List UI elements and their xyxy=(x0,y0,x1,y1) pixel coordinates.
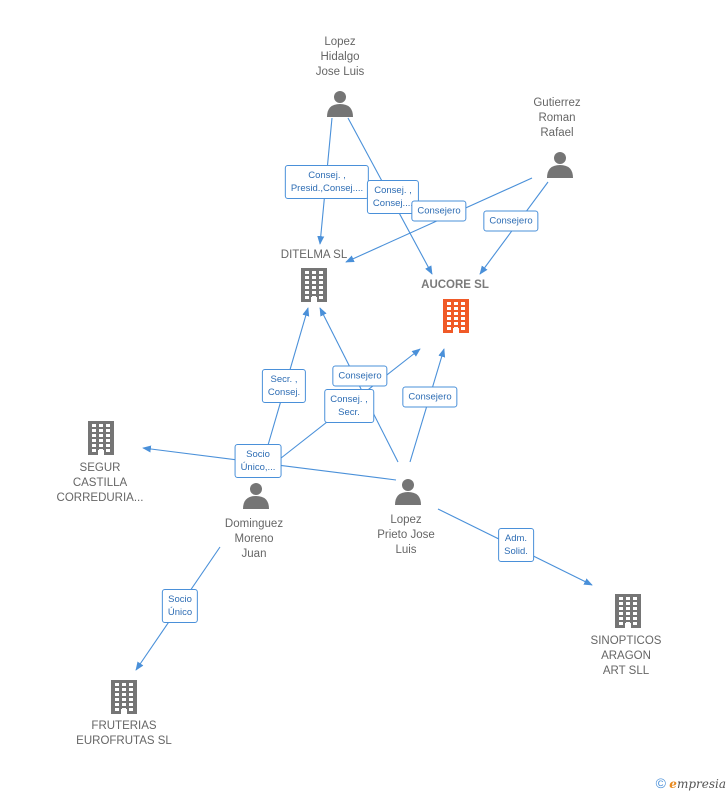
node-label-line: CORREDURIA... xyxy=(56,492,144,504)
edge-label-e3[interactable]: Consejero xyxy=(411,200,467,222)
node-label-line: FRUTERIAS xyxy=(91,720,157,732)
node-label-line: Dominguez xyxy=(224,518,284,530)
person-icon-lopez_prieto[interactable] xyxy=(395,479,421,505)
edge-label-line: Consejero xyxy=(489,215,533,227)
node-label-sinopticos[interactable]: SINOPTICOS ARAGON ART SLL xyxy=(591,634,662,679)
edge-label-line: Solid. xyxy=(504,546,528,557)
building-icon-ditelma[interactable] xyxy=(301,268,327,302)
edge-label-e10[interactable]: Adm. Solid. xyxy=(498,528,534,562)
node-label-line: Prieto Jose xyxy=(377,529,435,541)
node-label-line: SEGUR xyxy=(79,462,121,474)
brand-logo-text: mpresia xyxy=(676,777,726,791)
node-label-line: EUROFRUTAS SL xyxy=(76,735,172,747)
edge-label-line: Socio xyxy=(246,449,270,460)
footer-brand: © empresia xyxy=(656,775,726,791)
edge-label-line: Consej. , xyxy=(330,394,368,405)
edge-label-line: Consej. , xyxy=(374,185,412,196)
edge-label-line: Consejero xyxy=(338,370,382,382)
edge-label-line: Consej. , xyxy=(308,170,346,181)
person-icon-gutierrez[interactable] xyxy=(547,152,573,178)
node-label-aucore[interactable]: AUCORE SL xyxy=(421,278,489,293)
building-icon-fruterias[interactable] xyxy=(111,680,137,714)
node-label-line: Lopez xyxy=(390,514,422,526)
edge-label-line: Adm. xyxy=(504,533,528,544)
node-label-line: SINOPTICOS xyxy=(590,635,662,647)
edge-label-line: Secr. xyxy=(338,407,360,418)
edge-label-line: Consej. xyxy=(267,387,301,398)
node-label-line: Gutierrez xyxy=(533,97,581,109)
node-label-line: Moreno xyxy=(234,533,274,545)
node-label-line: Roman xyxy=(538,112,576,124)
edge-label-e6[interactable]: Consejero xyxy=(332,365,388,387)
person-icon-dominguez[interactable] xyxy=(243,483,269,509)
building-icon-sinopticos[interactable] xyxy=(615,594,641,628)
brand-logo-e: e xyxy=(669,777,677,791)
copyright-icon: © xyxy=(655,775,666,791)
edge-label-e1[interactable]: Consej. , Presid.,Consej.... xyxy=(284,165,370,199)
edge-label-e5[interactable]: Secr. , Consej. xyxy=(261,369,307,403)
edge-label-line: Socio xyxy=(168,594,192,605)
node-label-line: AUCORE SL xyxy=(421,279,489,291)
node-label-line: Lopez xyxy=(324,36,356,48)
edge-label-e7[interactable]: Consej. , Secr. xyxy=(324,389,374,423)
node-label-line: ARAGON xyxy=(601,650,651,662)
building-icon-aucore[interactable] xyxy=(443,299,469,333)
edge-label-e4[interactable]: Consejero xyxy=(483,210,539,232)
edge-label-line: Único,... xyxy=(240,462,276,473)
node-label-segur[interactable]: SEGUR CASTILLA CORREDURIA... xyxy=(57,461,144,506)
edge-label-line: Presid.,Consej.... xyxy=(290,183,364,194)
edge-label-line: Secr. , xyxy=(270,374,298,385)
building-icon-segur[interactable] xyxy=(88,421,114,455)
edge-label-line: Consejero xyxy=(417,205,461,217)
node-label-line: Rafael xyxy=(540,127,574,139)
node-label-line: ART SLL xyxy=(602,665,650,677)
node-label-ditelma[interactable]: DITELMA SL xyxy=(281,248,347,263)
edge-label-e8[interactable]: Consejero xyxy=(402,386,458,408)
edge-label-line: Consejero xyxy=(408,391,452,403)
edge-label-line: Consej.... xyxy=(372,198,414,209)
node-label-line: Juan xyxy=(241,548,267,560)
node-label-fruterias[interactable]: FRUTERIAS EUROFRUTAS SL xyxy=(76,719,172,749)
edge-label-e2[interactable]: Consej. , Consej.... xyxy=(366,180,420,214)
node-label-line: Luis xyxy=(395,544,417,556)
edge-label-line: Único xyxy=(167,607,193,618)
node-label-line: CASTILLA xyxy=(72,477,128,489)
node-label-line: DITELMA SL xyxy=(280,249,348,261)
node-label-line: Jose Luis xyxy=(315,66,365,78)
node-label-line: Hidalgo xyxy=(320,51,360,63)
person-icon-lopez_hidalgo[interactable] xyxy=(327,91,353,117)
